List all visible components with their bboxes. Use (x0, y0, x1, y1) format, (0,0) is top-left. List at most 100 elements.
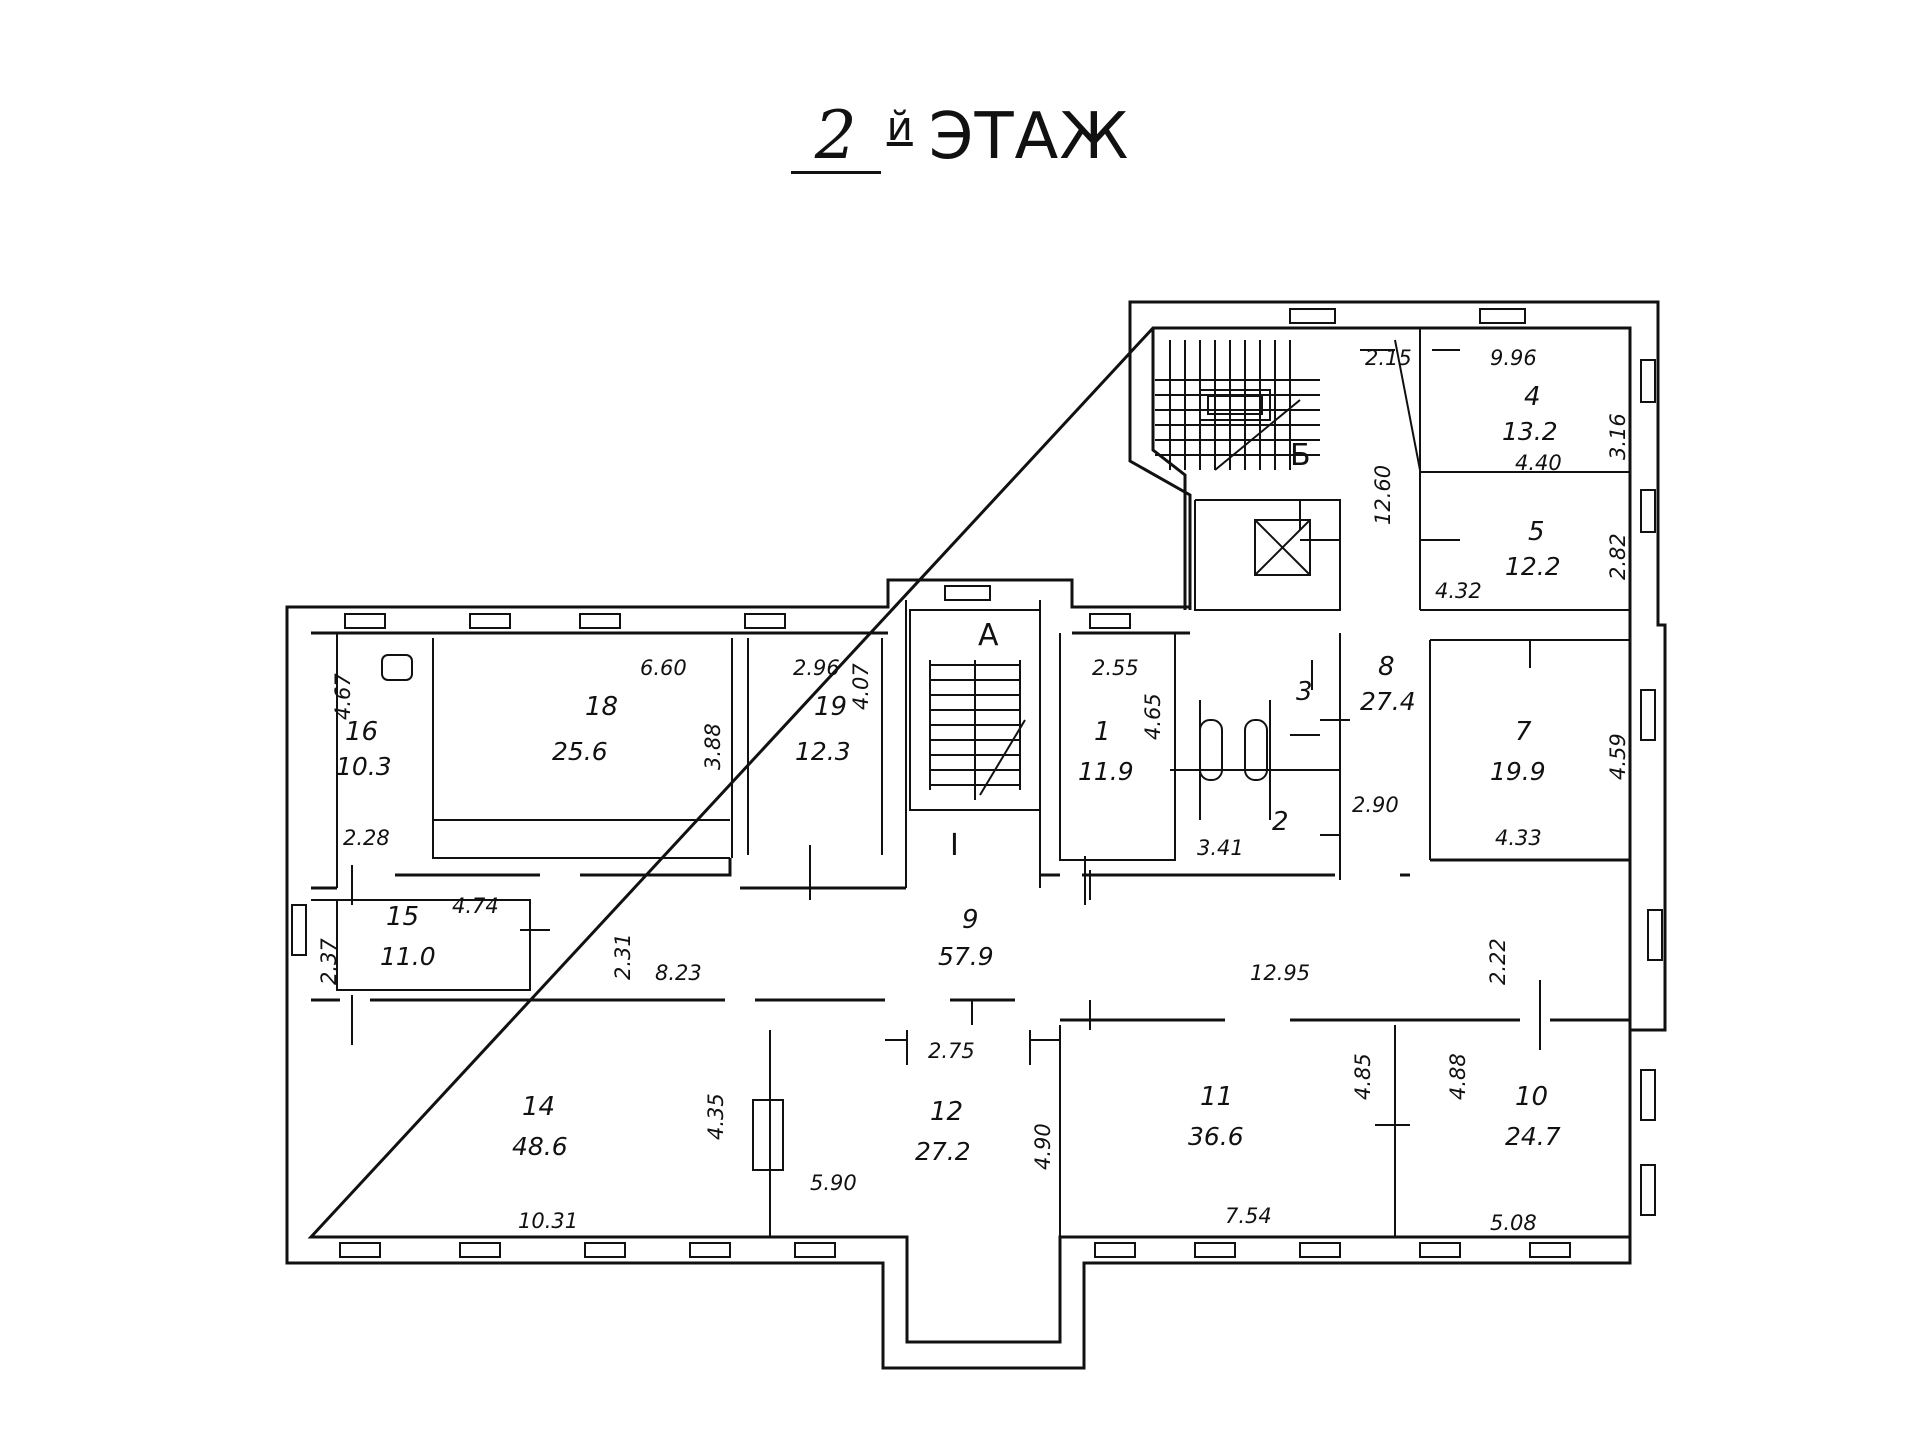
dimension-label: 2.31 (611, 933, 635, 980)
room-area: 25.6 (552, 737, 608, 766)
room-area: 27.4 (1360, 687, 1416, 716)
window (339, 1242, 381, 1258)
dimension-label: 2.28 (343, 826, 390, 850)
room-area: 24.7 (1505, 1122, 1561, 1151)
dimension-label: 4.33 (1495, 826, 1542, 850)
window (1299, 1242, 1341, 1258)
room-area: 12.2 (1505, 552, 1561, 581)
dimension-label: 2.96 (793, 656, 840, 680)
dimension-label: 2.22 (1486, 938, 1510, 985)
window (291, 904, 307, 956)
room-area: 11.0 (380, 942, 436, 971)
room-number: 12 (930, 1097, 963, 1127)
dimension-labels: 6.60 3.88 2.96 4.07 4.67 2.28 2.55 4.65 … (317, 346, 1630, 1235)
toilet-fixture (1244, 719, 1268, 781)
room-area: 11.9 (1078, 757, 1134, 786)
window (1647, 909, 1663, 961)
room-area: 48.6 (512, 1132, 568, 1161)
room-labels: 1 11.9 2 3 4 13.2 5 12.2 7 19.9 8 27.4 9… (336, 382, 1561, 1166)
dimension-label: 4.88 (1446, 1053, 1470, 1100)
dimension-label: 9.96 (1490, 346, 1537, 370)
window (1194, 1242, 1236, 1258)
dimension-label: 2.37 (317, 938, 341, 985)
room-number: 3 (1296, 677, 1313, 707)
sink-fixture (381, 654, 413, 681)
dimension-label: 5.08 (1490, 1211, 1537, 1235)
room-number: 5 (1528, 517, 1545, 547)
dimension-label: 4.40 (1515, 451, 1562, 475)
dimension-label: 4.67 (331, 673, 355, 720)
room-number: 15 (386, 902, 419, 932)
room-number: 7 (1515, 717, 1532, 747)
stair-b (1155, 340, 1320, 576)
stair-a (909, 609, 1041, 811)
corridor-wall-north (311, 858, 1630, 890)
inner-outline (307, 326, 1632, 1344)
windows (291, 308, 1663, 1258)
dimension-label: 4.07 (849, 663, 873, 710)
stair-a-treads (929, 660, 1026, 800)
stair-b-landing (1199, 389, 1271, 421)
interior-walls (311, 328, 1630, 1237)
room-number: 8 (1378, 652, 1395, 682)
room-number: 2 (1272, 807, 1289, 837)
dimension-label: 12.60 (1371, 465, 1395, 525)
window (1640, 1164, 1656, 1216)
toilet-partitions (1170, 700, 1340, 820)
window (1640, 359, 1656, 403)
dimension-label: 3.88 (701, 723, 725, 770)
dimension-label: 2.75 (928, 1039, 975, 1063)
dimension-label: 10.31 (518, 1209, 578, 1233)
dimension-label: 4.85 (1351, 1053, 1375, 1100)
dimension-label: 4.35 (704, 1093, 728, 1140)
room-number: 14 (522, 1092, 555, 1122)
south-partitions (769, 1025, 1396, 1237)
dimension-label: 2.55 (1092, 656, 1139, 680)
window (1529, 1242, 1571, 1258)
room-number: 18 (585, 692, 618, 722)
lift-box (1254, 519, 1311, 576)
window (944, 585, 991, 601)
dimension-label: 12.95 (1250, 961, 1310, 985)
corridor-wall-south (311, 998, 1630, 1022)
window (1479, 308, 1526, 324)
room-area: 19.9 (1490, 757, 1546, 786)
dimension-label: 4.65 (1141, 693, 1165, 740)
dimension-label: 4.59 (1606, 733, 1630, 780)
window (1089, 613, 1131, 629)
room-number: 10 (1515, 1082, 1548, 1112)
window (469, 613, 511, 629)
room-partitions (311, 328, 1630, 991)
window (689, 1242, 731, 1258)
room-area: 36.6 (1188, 1122, 1244, 1151)
window (1094, 1242, 1136, 1258)
outer-wall (285, 300, 1667, 1370)
dimension-label: 8.23 (655, 961, 702, 985)
dimension-label: 5.90 (810, 1171, 857, 1195)
window (744, 613, 786, 629)
dimension-label: 3.41 (1197, 836, 1244, 860)
stair-i-label: I (950, 828, 959, 863)
room-area: 13.2 (1502, 417, 1558, 446)
room-number: 16 (345, 717, 378, 747)
window (1289, 308, 1336, 324)
window (794, 1242, 836, 1258)
stair-b-label: Б (1290, 438, 1311, 473)
floor-number-suffix: й (886, 104, 913, 150)
window (584, 1242, 626, 1258)
stove-fixture (752, 1099, 784, 1171)
floor-number: 2 (790, 101, 881, 174)
room-number: 1 (1094, 717, 1111, 747)
dimension-label: 2.82 (1606, 533, 1630, 580)
dimension-label: 4.32 (1435, 579, 1482, 603)
stair-a-outline (909, 609, 1041, 811)
dimension-label: 6.60 (640, 656, 687, 680)
room-area: 27.2 (915, 1137, 971, 1166)
dimension-label: 2.15 (1365, 346, 1412, 370)
room-area: 12.3 (795, 737, 851, 766)
room-area: 10.3 (336, 752, 392, 781)
room-area: 57.9 (938, 942, 994, 971)
room-number: 9 (962, 905, 979, 935)
